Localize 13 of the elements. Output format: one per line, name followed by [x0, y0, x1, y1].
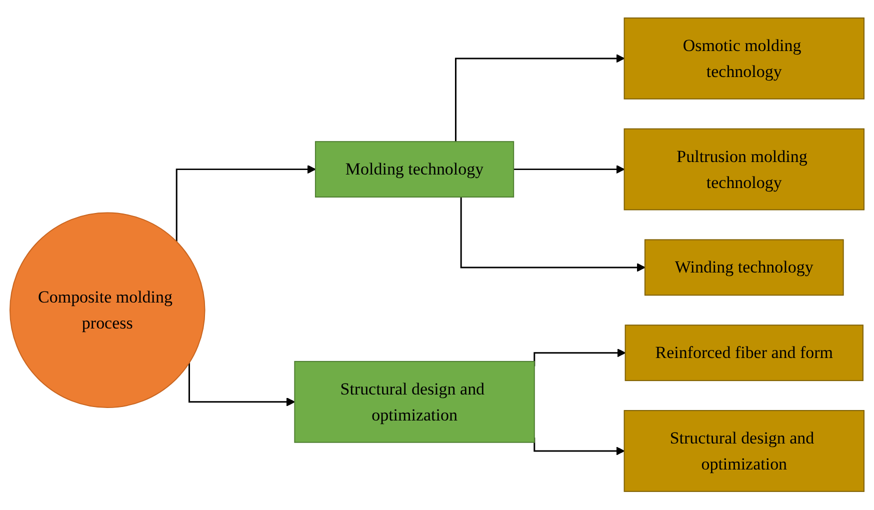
arrow [512, 165, 625, 174]
arrow [454, 54, 625, 142]
node-box: Reinforced fiber and form [624, 324, 864, 382]
node-box: Molding technology [314, 141, 514, 198]
node-box: Structural design and optimization [294, 361, 535, 444]
arrow [176, 165, 316, 242]
node-circle: Composite molding process [10, 212, 206, 408]
node-box: Osmotic molding technology [624, 18, 864, 100]
node-box: Winding technology [644, 240, 844, 296]
arrow [188, 363, 296, 407]
arrow [460, 197, 646, 272]
node-box: Structural design and optimization [624, 410, 864, 492]
node-box: Pultrusion molding technology [624, 128, 864, 211]
